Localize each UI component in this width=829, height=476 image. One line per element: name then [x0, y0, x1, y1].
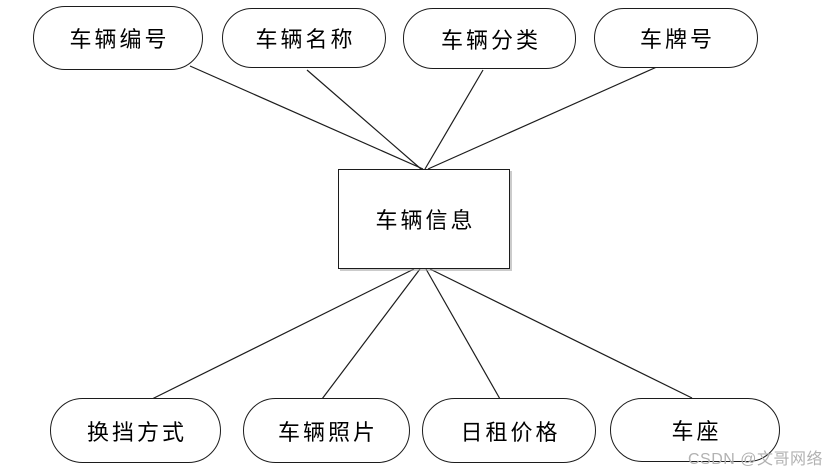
attribute-vehicle-category-label: 车辆分类 — [440, 27, 541, 53]
connector-vehicle-category — [424, 69, 484, 170]
connector-seats — [429, 268, 693, 399]
attribute-vehicle-category: 车辆分类 — [403, 8, 576, 69]
entity-vehicle-info-label: 车辆信息 — [375, 208, 476, 233]
attribute-seats-label: 车座 — [671, 419, 722, 444]
attribute-vehicle-number: 车辆编号 — [33, 6, 203, 70]
attribute-daily-rental-price: 日租价格 — [422, 398, 596, 463]
connector-license-plate — [427, 65, 660, 170]
connector-vehicle-photo — [321, 268, 421, 400]
attribute-vehicle-photo: 车辆照片 — [243, 398, 410, 463]
attribute-vehicle-photo-label: 车辆照片 — [277, 419, 378, 445]
attribute-gear-shift-mode-label: 换挡方式 — [86, 419, 187, 445]
attribute-license-plate: 车牌号 — [594, 8, 758, 68]
watermark: CSDN @文哥网络 — [687, 451, 823, 468]
attribute-vehicle-name-label: 车辆名称 — [255, 27, 356, 52]
attribute-vehicle-number-label: 车辆编号 — [69, 27, 170, 52]
connector-gear-shift-mode — [149, 268, 415, 401]
entity-vehicle-info: 车辆信息 — [338, 169, 510, 269]
attribute-seats: 车座 — [610, 398, 780, 462]
attribute-daily-rental-price-label: 日租价格 — [460, 419, 561, 445]
attribute-gear-shift-mode: 换挡方式 — [50, 398, 221, 463]
attribute-license-plate-label: 车牌号 — [639, 27, 715, 52]
connector-daily-rental-price — [425, 268, 501, 400]
connector-vehicle-name — [306, 69, 422, 170]
attribute-vehicle-name: 车辆名称 — [222, 8, 386, 68]
connector-vehicle-number — [189, 65, 424, 170]
